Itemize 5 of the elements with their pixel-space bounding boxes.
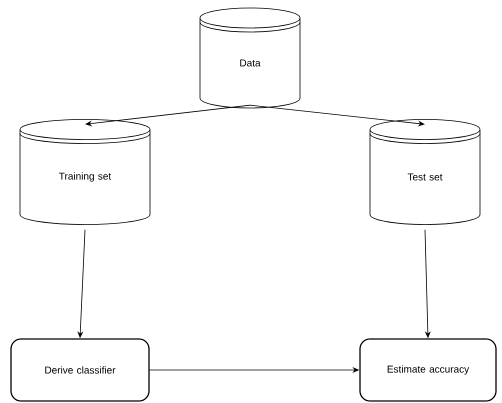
cylinder: Data (200, 8, 300, 108)
cylinder: Training set (20, 119, 150, 225)
process-box: Derive classifier (10, 338, 150, 402)
process-box: Estimate accuracy (359, 338, 497, 402)
cylinder: Test set (370, 119, 480, 225)
